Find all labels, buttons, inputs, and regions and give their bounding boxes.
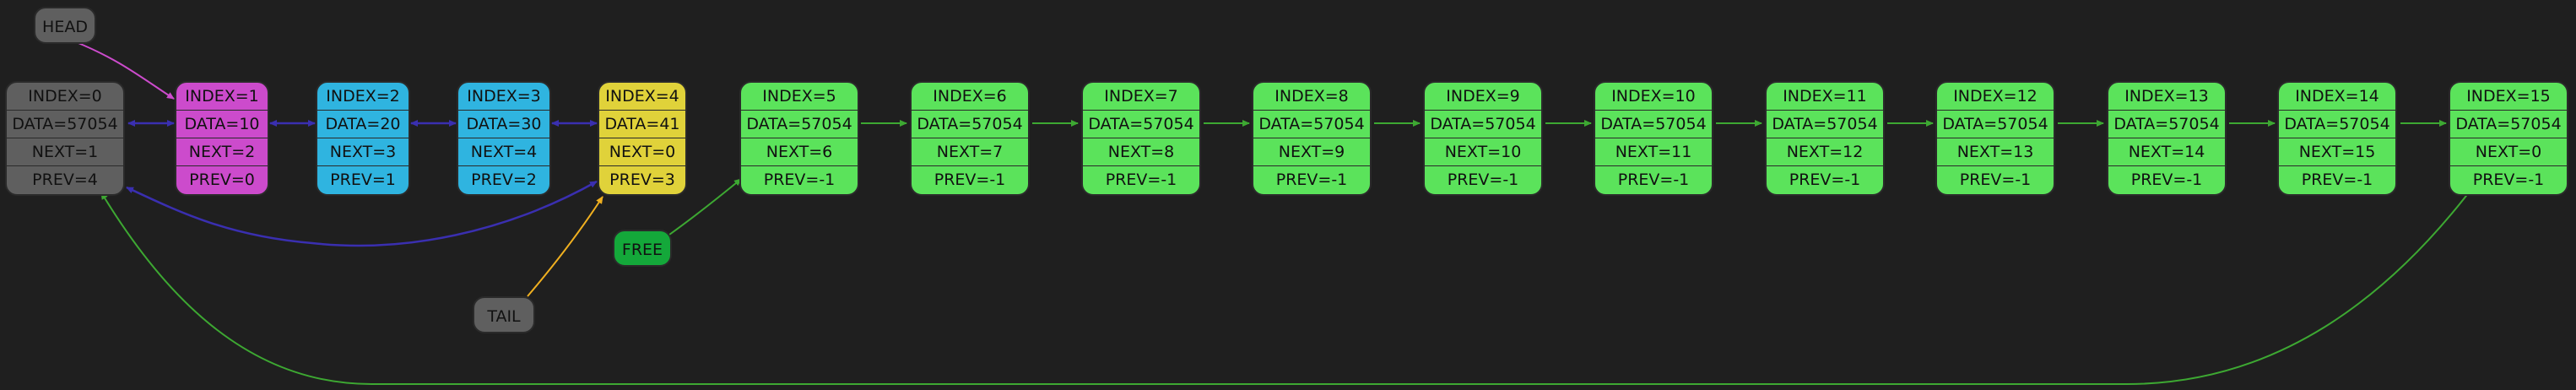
node-prev: PREV=4	[32, 171, 98, 189]
node-1: INDEX=1 DATA=10 NEXT=2 PREV=0	[175, 81, 269, 196]
node-next: NEXT=4	[458, 138, 549, 166]
node-index: INDEX=2	[317, 83, 409, 111]
node-prev: PREV=-1	[2130, 171, 2203, 189]
head-label: HEAD	[34, 7, 96, 44]
node-4: INDEX=4 DATA=41 NEXT=0 PREV=3	[598, 81, 687, 196]
node-data: DATA=57054	[1083, 111, 1199, 138]
node-index: INDEX=5	[741, 83, 858, 111]
node-next: NEXT=9	[1253, 138, 1370, 166]
node-index: INDEX=15	[2450, 83, 2567, 111]
node-prev: PREV=-1	[1275, 171, 1348, 189]
node-data: DATA=57054	[912, 111, 1028, 138]
node-3: INDEX=3 DATA=30 NEXT=4 PREV=2	[457, 81, 551, 196]
node-data: DATA=57054	[2450, 111, 2567, 138]
node-prev: PREV=-1	[2301, 171, 2373, 189]
node-2: INDEX=2 DATA=20 NEXT=3 PREV=1	[316, 81, 410, 196]
node-index: INDEX=4	[599, 83, 685, 111]
node-next: NEXT=15	[2279, 138, 2395, 166]
node-prev: PREV=-1	[1789, 171, 1861, 189]
node-prev: PREV=-1	[934, 171, 1006, 189]
node-data: DATA=41	[599, 111, 685, 138]
tail-label: TAIL	[473, 296, 535, 333]
node-next: NEXT=10	[1425, 138, 1541, 166]
node-next: NEXT=8	[1083, 138, 1199, 166]
node-next: NEXT=14	[2108, 138, 2225, 166]
node-data: DATA=10	[176, 111, 268, 138]
node-index: INDEX=11	[1767, 83, 1883, 111]
node-prev: PREV=-1	[1959, 171, 2032, 189]
node-prev: PREV=0	[189, 171, 255, 189]
node-index: INDEX=7	[1083, 83, 1199, 111]
node-next: NEXT=7	[912, 138, 1028, 166]
node-12: INDEX=12 DATA=57054 NEXT=13 PREV=-1	[1935, 81, 2055, 196]
node-index: INDEX=6	[912, 83, 1028, 111]
node-index: INDEX=13	[2108, 83, 2225, 111]
node-prev: PREV=-1	[763, 171, 836, 189]
node-8: INDEX=8 DATA=57054 NEXT=9 PREV=-1	[1252, 81, 1372, 196]
node-index: INDEX=1	[176, 83, 268, 111]
node-11: INDEX=11 DATA=57054 NEXT=12 PREV=-1	[1765, 81, 1885, 196]
edge-4-0	[126, 180, 598, 247]
node-data: DATA=30	[458, 111, 549, 138]
node-index: INDEX=10	[1595, 83, 1712, 111]
node-data: DATA=57054	[7, 111, 123, 138]
node-prev: PREV=-1	[1105, 171, 1177, 189]
node-next: NEXT=11	[1595, 138, 1712, 166]
node-data: DATA=57054	[1767, 111, 1883, 138]
node-9: INDEX=9 DATA=57054 NEXT=10 PREV=-1	[1423, 81, 1543, 196]
node-index: INDEX=12	[1937, 83, 2054, 111]
node-next: NEXT=13	[1937, 138, 2054, 166]
node-prev: PREV=-1	[2472, 171, 2545, 189]
node-next: NEXT=12	[1767, 138, 1883, 166]
free-label: FREE	[613, 230, 672, 267]
node-prev: PREV=-1	[1617, 171, 1690, 189]
node-data: DATA=20	[317, 111, 409, 138]
node-data: DATA=57054	[1425, 111, 1541, 138]
node-index: INDEX=8	[1253, 83, 1370, 111]
node-index: INDEX=0	[7, 83, 123, 111]
node-next: NEXT=1	[7, 138, 123, 166]
node-6: INDEX=6 DATA=57054 NEXT=7 PREV=-1	[910, 81, 1030, 196]
node-data: DATA=57054	[1595, 111, 1712, 138]
node-0: INDEX=0 DATA=57054 NEXT=1 PREV=4	[5, 81, 125, 196]
node-next: NEXT=3	[317, 138, 409, 166]
node-data: DATA=57054	[741, 111, 858, 138]
node-data: DATA=57054	[2108, 111, 2225, 138]
tail-pointer-edge	[527, 196, 603, 297]
head-pointer-edge	[73, 41, 175, 100]
node-prev: PREV=3	[609, 171, 675, 189]
node-next: NEXT=0	[599, 138, 685, 166]
node-data: DATA=57054	[2279, 111, 2395, 138]
node-prev: PREV=1	[330, 171, 396, 189]
node-index: INDEX=14	[2279, 83, 2395, 111]
edge-15-0	[100, 192, 2470, 385]
node-data: DATA=57054	[1253, 111, 1370, 138]
node-7: INDEX=7 DATA=57054 NEXT=8 PREV=-1	[1081, 81, 1201, 196]
node-data: DATA=57054	[1937, 111, 2054, 138]
node-next: NEXT=6	[741, 138, 858, 166]
node-14: INDEX=14 DATA=57054 NEXT=15 PREV=-1	[2277, 81, 2397, 196]
node-next: NEXT=2	[176, 138, 268, 166]
node-5: INDEX=5 DATA=57054 NEXT=6 PREV=-1	[739, 81, 859, 196]
node-15: INDEX=15 DATA=57054 NEXT=0 PREV=-1	[2449, 81, 2568, 196]
node-prev: PREV=-1	[1447, 171, 1519, 189]
node-10: INDEX=10 DATA=57054 NEXT=11 PREV=-1	[1594, 81, 1713, 196]
node-prev: PREV=2	[471, 171, 537, 189]
free-pointer-edge	[668, 178, 742, 236]
node-next: NEXT=0	[2450, 138, 2567, 166]
node-13: INDEX=13 DATA=57054 NEXT=14 PREV=-1	[2107, 81, 2227, 196]
node-index: INDEX=9	[1425, 83, 1541, 111]
node-index: INDEX=3	[458, 83, 549, 111]
